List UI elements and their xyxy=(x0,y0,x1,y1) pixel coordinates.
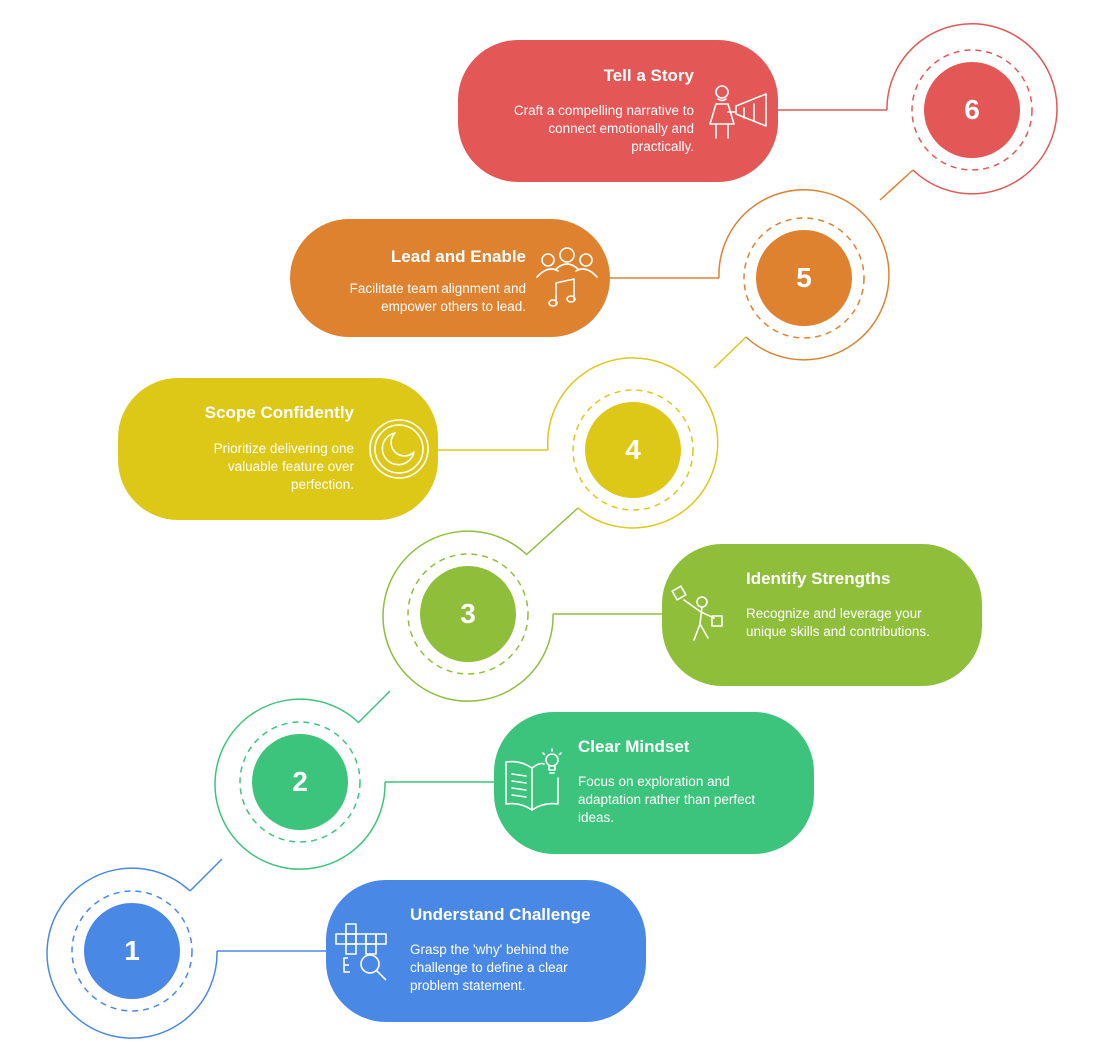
step-4-node xyxy=(438,357,719,529)
step-1-title: Understand Challenge xyxy=(410,905,591,924)
group-music-icon xyxy=(532,243,602,313)
step-6-number: 6 xyxy=(964,94,980,125)
step-5-title: Lead and Enable xyxy=(390,247,526,266)
step-4-description: Prioritize delivering one valuable featu… xyxy=(213,441,354,492)
step-5-description: Facilitate team alignment and empower ot… xyxy=(349,281,526,314)
step-4-card: Scope Confidently Prioritize delivering … xyxy=(118,378,438,520)
crossword-search-icon xyxy=(330,916,400,986)
step-6-node xyxy=(778,23,1058,195)
step-4-number: 4 xyxy=(625,434,641,465)
step-2-number: 2 xyxy=(292,766,308,797)
step-1-description: Grasp the 'why' behind the challenge to … xyxy=(410,942,570,993)
step-2-title: Clear Mindset xyxy=(578,737,690,756)
step-6-title: Tell a Story xyxy=(603,66,694,85)
step-5-node xyxy=(610,189,890,361)
step-2-node xyxy=(214,698,494,870)
megaphone-person-icon xyxy=(704,76,774,146)
book-lightbulb-icon xyxy=(500,748,570,818)
connector-5-6 xyxy=(879,169,914,201)
connector-2-3 xyxy=(357,690,391,724)
step-6-card: Tell a Story Craft a compelling narrativ… xyxy=(458,40,778,182)
step-4-title: Scope Confidently xyxy=(204,403,354,422)
connector-1-2 xyxy=(189,858,223,892)
step-3-card: Identify Strengths Recognize and leverag… xyxy=(662,544,982,686)
step-3-title: Identify Strengths xyxy=(746,569,891,588)
step-3-number: 3 xyxy=(460,598,476,629)
step-1-node xyxy=(46,867,326,1039)
step-6-description: Craft a compelling narrative to connect … xyxy=(513,103,694,154)
step-3-description: Recognize and leverage your unique skill… xyxy=(746,606,930,639)
step-5-number: 5 xyxy=(796,262,812,293)
step-5-card: Lead and Enable Facilitate team alignmen… xyxy=(290,219,610,337)
person-juggling-icon xyxy=(666,580,736,650)
step-2-card: Clear Mindset Focus on exploration and a… xyxy=(494,712,814,854)
step-1-number: 1 xyxy=(124,935,140,966)
step-3-node xyxy=(382,530,662,702)
moon-badge-icon xyxy=(364,414,434,484)
step-2-description: Focus on exploration and adaptation rath… xyxy=(578,774,756,825)
connector-3-4 xyxy=(525,507,579,556)
connector-4-5 xyxy=(713,336,747,369)
step-1-card: Understand Challenge Grasp the 'why' beh… xyxy=(326,880,646,1022)
